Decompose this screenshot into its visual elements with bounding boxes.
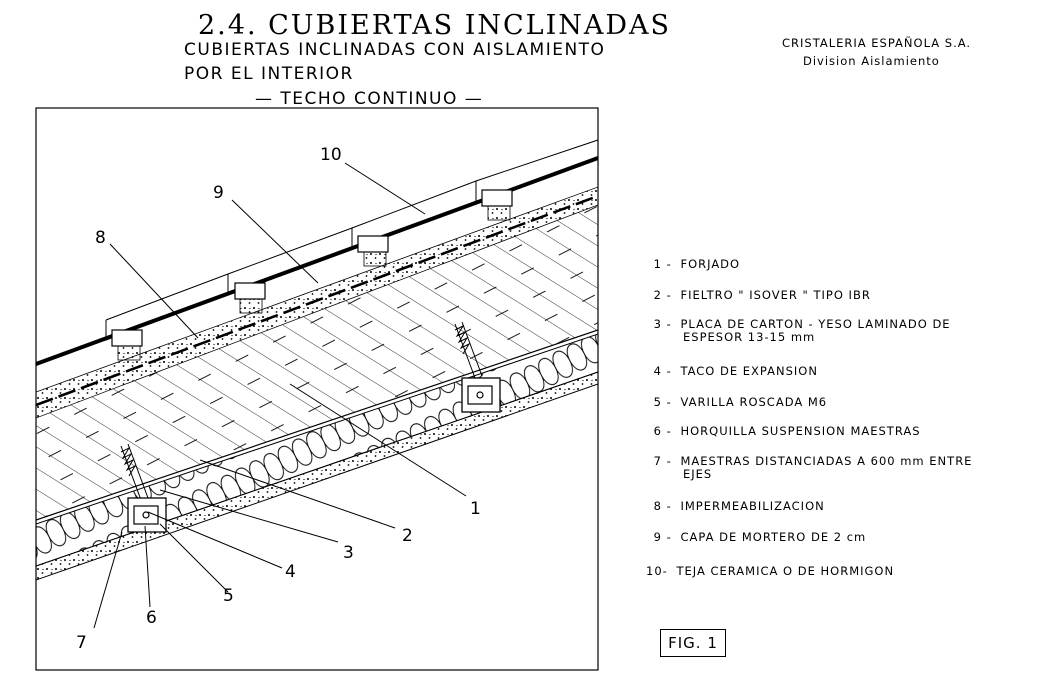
legend-item: 9 - CAPA DE MORTERO DE 2 cm [653,530,867,544]
tile-clips [111,189,513,347]
mortar-layer [36,186,598,419]
ceramic-tiles [105,139,599,341]
callout-1: 1 [470,499,481,519]
company-name: CRISTALERIA ESPAÑOLA S.A. [782,36,972,50]
legend-item: 10 - TEJA CERAMICA O DE HORMIGON [646,564,895,578]
callout-10: 10 [320,145,342,165]
callout-4: 4 [285,562,296,582]
legend-item: 2 - FIELTRO " ISOVER " TIPO IBR [653,288,871,302]
legend-item: 1 - FORJADO [653,257,741,271]
legend-item: 5 - VARILLA ROSCADA M6 [653,395,828,409]
plasterboard [36,371,598,581]
waterproofing-layer [36,194,598,407]
figure-label: FIG. 1 [660,629,726,657]
leader-lines [93,162,467,629]
callout-7: 7 [76,633,87,653]
subtitle-line-2: POR EL INTERIOR [184,64,354,84]
callout-5: 5 [223,586,234,606]
callout-8: 8 [95,228,106,248]
legend-item: 6 - HORQUILLA SUSPENSION MAESTRAS [653,424,921,438]
page-title: 2.4. CUBIERTAS INCLINADAS [198,10,672,41]
legend-item: 8 - IMPERMEABILIZACION [653,499,825,513]
drawing-frame [35,107,599,671]
subtitle-line-3: — TECHO CONTINUO — [255,89,484,109]
callout-6: 6 [146,608,157,628]
callout-2: 2 [402,526,413,546]
callout-9: 9 [213,183,224,203]
legend-item: 4 - TACO DE EXPANSION [653,364,818,378]
legend-item: 7 - MAESTRAS DISTANCIADAS A 600 mm ENTRE… [653,454,973,481]
subtitle-line-1: CUBIERTAS INCLINADAS CON AISLAMIENTO [184,40,606,60]
callout-numbers: 10 9 8 1 2 3 4 5 6 7 [76,145,481,653]
callout-3: 3 [343,543,354,563]
insulation-felt [36,333,598,567]
company-division: Division Aislamiento [803,54,940,68]
expansion-anchors [120,321,483,501]
